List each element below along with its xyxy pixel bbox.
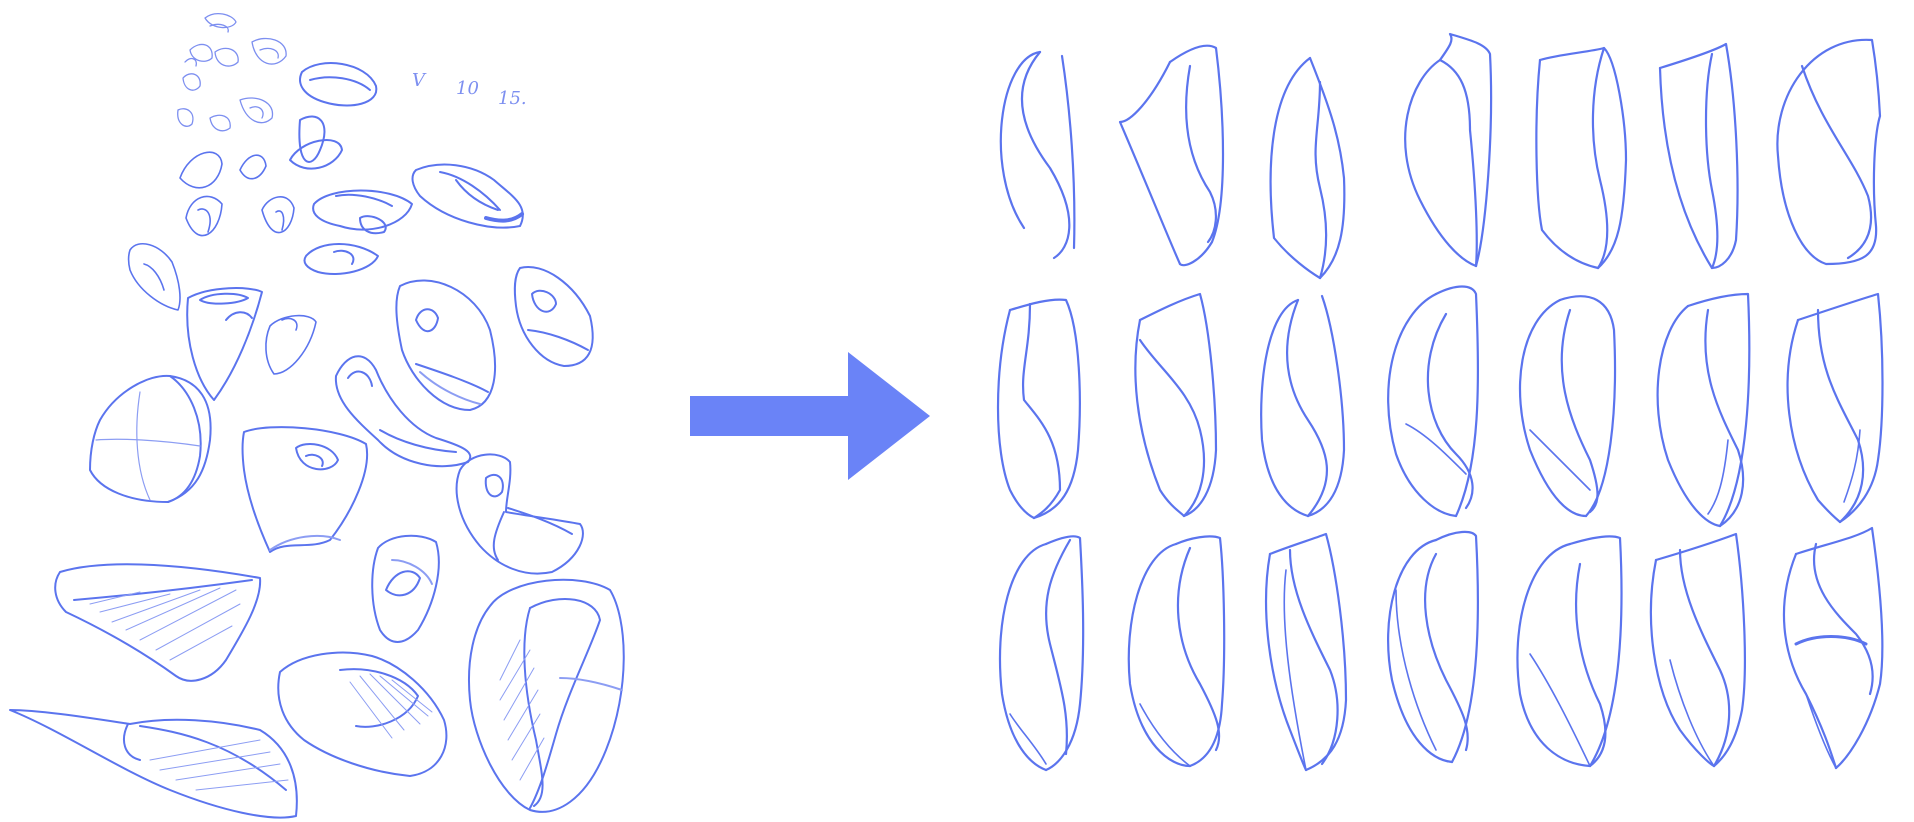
- handwritten-annotation: V 10 15.: [412, 70, 527, 109]
- grid-shape-r1-c5: [1535, 46, 1628, 270]
- grid-shape-r3-c2: [1127, 535, 1226, 768]
- sketch-pebble-top: [299, 62, 378, 107]
- thumbnail-cluster: [177, 12, 287, 132]
- sketch-scoop-shape: [277, 651, 448, 777]
- sketch-swoosh-shape: [9, 709, 298, 819]
- grid-shape-r2-c3: [1260, 294, 1346, 518]
- sketch-curl-shape: [289, 115, 343, 170]
- grid-shape-r3-c1: [998, 535, 1085, 772]
- right-arrow-icon: [690, 352, 930, 480]
- sketch-round-loop: [395, 279, 496, 411]
- right-sketch-grid: [996, 32, 1884, 772]
- grid-shape-r3-c6: [1649, 532, 1746, 768]
- sketch-ribbon-twist: [334, 355, 472, 468]
- grid-shape-r3-c7: [1782, 526, 1884, 770]
- grid-shape-r2-c6: [1656, 292, 1751, 528]
- grid-shape-r1-c7: [1776, 38, 1882, 266]
- sketch-pocket-shape: [241, 426, 369, 553]
- annotation-mark-2: 10: [456, 78, 479, 99]
- left-sketch-sheet: V 10 15.: [9, 12, 625, 819]
- grid-shape-r2-c1: [996, 298, 1081, 520]
- grid-shape-r1-c3: [1269, 56, 1346, 280]
- grid-shape-r1-c2: [1118, 44, 1225, 267]
- grid-shape-r3-c3: [1264, 532, 1348, 772]
- sketch-drop-shape: [371, 534, 440, 643]
- sketch-small-leaves: [179, 151, 295, 237]
- sketch-chunky-form: [411, 163, 524, 229]
- grid-shape-r2-c4: [1387, 285, 1480, 518]
- grid-shape-r3-c5: [1516, 535, 1623, 768]
- sketch-large-egg: [467, 578, 625, 813]
- sketch-pointed-leaf: [127, 242, 181, 311]
- grid-shape-r3-c4: [1387, 530, 1479, 764]
- sketch-curl-ring: [455, 453, 584, 575]
- grid-shape-r1-c4: [1404, 32, 1493, 268]
- annotation-mark-1: V: [412, 70, 427, 91]
- grid-shape-r2-c5: [1518, 295, 1617, 518]
- grid-shape-r1-c6: [1658, 42, 1739, 270]
- sketch-cup-form: [186, 287, 263, 401]
- grid-shape-r2-c7: [1786, 292, 1884, 524]
- sketch-wedge-shape: [54, 563, 262, 682]
- annotation-mark-3: 15.: [498, 88, 527, 109]
- sketch-cube-form: [89, 374, 212, 503]
- grid-shape-r2-c2: [1134, 292, 1218, 518]
- grid-shape-r1-c1: [999, 50, 1076, 260]
- sketch-blob-pair: [303, 189, 413, 276]
- sketch-small-bean: [265, 314, 317, 375]
- sketch-egg-right: [513, 266, 594, 367]
